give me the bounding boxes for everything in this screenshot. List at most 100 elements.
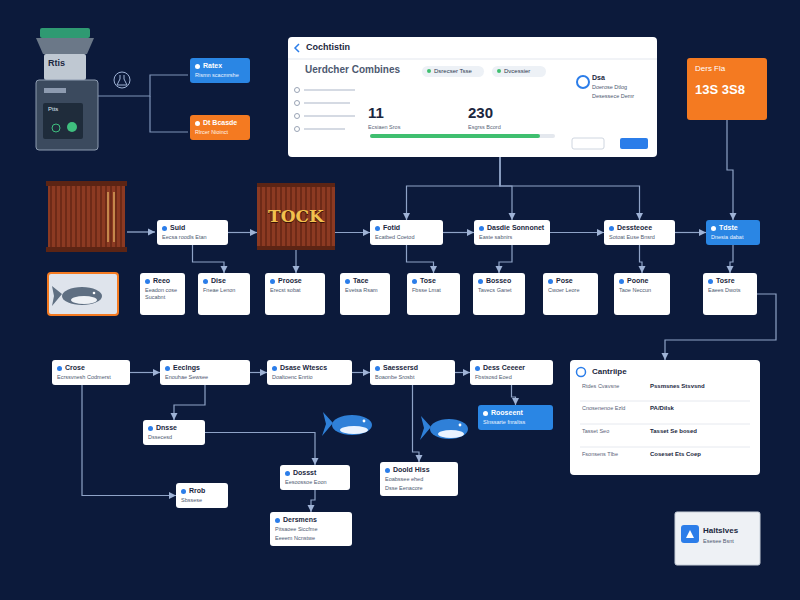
node-title: Dvcessier bbox=[497, 68, 541, 75]
process-box: FotidEcatbed Coetod bbox=[370, 220, 443, 245]
process-box: Doold HissEoabssee ehedDsse Eenacore bbox=[380, 462, 458, 496]
node-text: Tavecs Ganet bbox=[478, 287, 520, 294]
node-title: Eeclngs bbox=[165, 364, 245, 372]
container-latch bbox=[107, 192, 109, 242]
node-title: Cochtistin bbox=[306, 42, 657, 53]
process-box: DiseFneae Lenon bbox=[198, 273, 250, 315]
node-title: Cantriipe bbox=[592, 367, 760, 377]
back-icon bbox=[295, 44, 299, 52]
process-box: Dess CeeeerFbstsosd Eoed bbox=[470, 360, 553, 385]
wire bbox=[98, 75, 188, 96]
stat-box: 230Esgrss Bcord bbox=[468, 104, 530, 131]
node-title: Proose bbox=[270, 277, 320, 285]
whale-tail bbox=[322, 412, 333, 436]
connector bbox=[455, 372, 470, 373]
connector bbox=[174, 385, 205, 420]
button bbox=[572, 138, 604, 149]
info-card bbox=[675, 512, 760, 565]
node-title: Tdste bbox=[711, 224, 755, 232]
status-icon bbox=[577, 76, 589, 88]
table-rule bbox=[580, 447, 750, 448]
node-text: Eeadon cose Sucabnt bbox=[145, 287, 180, 300]
table-cell: Pssmsnes Stsvsnd bbox=[650, 383, 750, 390]
flow-arrow bbox=[127, 231, 155, 232]
node-text: Dsse Eenacore bbox=[385, 485, 453, 492]
highlight-box: RatexRismn scacmrshe bbox=[190, 58, 250, 83]
table-cell: Tasset Seo bbox=[582, 428, 644, 435]
connector bbox=[675, 232, 706, 233]
connector bbox=[500, 157, 640, 220]
process-box: DessteoeeSotoat Euse Bnsrd bbox=[604, 220, 675, 245]
node-text: Ecatbed Coetod bbox=[375, 234, 438, 241]
node-text: 13S 3S8 bbox=[695, 82, 759, 98]
process-box: ProoseErecst sobat bbox=[265, 273, 325, 315]
process-box: CroseEcrssvnesh Codmerst bbox=[52, 360, 130, 385]
node-text: Doerose Dtlog bbox=[592, 84, 652, 91]
progress-fill bbox=[370, 134, 540, 138]
app-icon-glyph bbox=[686, 530, 694, 538]
table-rule bbox=[580, 401, 750, 402]
process-box: BosseoTavecs Ganet bbox=[473, 273, 525, 315]
button bbox=[620, 138, 648, 149]
table-cell: Fsonsens Tlbe bbox=[582, 451, 644, 458]
node-title: Haltslves bbox=[703, 526, 760, 536]
dashboard-panel bbox=[288, 37, 657, 157]
panel-box: CochtistinUerdcher Combines11Ecsiaen Sro… bbox=[288, 37, 657, 157]
node-title: Tosre bbox=[708, 277, 752, 285]
whale-card bbox=[48, 273, 118, 315]
node-title: Pose bbox=[548, 277, 593, 285]
node-title: Ratex bbox=[195, 62, 245, 70]
process-box: DersmensPitsaoee SiccfmeEeeem Ncnstwe bbox=[270, 512, 352, 546]
menu-icon bbox=[295, 127, 300, 132]
node-title: Crose bbox=[57, 364, 125, 372]
connector bbox=[205, 432, 315, 465]
node-title: Dasdie Sonnonet bbox=[479, 224, 545, 232]
whale-tail bbox=[52, 286, 62, 306]
table-cell: Tasset Se bosed bbox=[650, 428, 750, 435]
node-title: 11 bbox=[368, 104, 428, 122]
machine-hopper bbox=[36, 38, 94, 54]
table-cell: Coseset Ets Coep bbox=[650, 451, 750, 458]
panel-icon bbox=[577, 368, 586, 377]
shipping-container bbox=[48, 183, 125, 250]
container-box: TOCK bbox=[257, 183, 335, 250]
node-title: Dess Ceeeer bbox=[475, 364, 548, 372]
info-panel bbox=[570, 360, 760, 475]
menu-icon bbox=[295, 88, 300, 93]
menu-icon bbox=[295, 114, 300, 119]
connector bbox=[443, 232, 474, 233]
node-text: Easte sabnirs bbox=[479, 234, 545, 241]
process-box: Dsase WtescsDoaltoenc Enrtio bbox=[267, 360, 352, 385]
connector bbox=[512, 385, 516, 405]
node-text: Fneae Lenon bbox=[203, 287, 245, 294]
node-title: Suid bbox=[162, 224, 223, 232]
node-title: Rrob bbox=[181, 487, 223, 495]
node-title: Dt Bcasde bbox=[195, 119, 245, 127]
connector bbox=[250, 372, 267, 373]
table-cell: Rtdes Cvavsne bbox=[582, 383, 644, 390]
node-text: Evetsa Rsam bbox=[345, 287, 385, 294]
node-text: Doaltoenc Enrtio bbox=[272, 374, 347, 381]
connector bbox=[335, 232, 370, 233]
whale-body bbox=[332, 415, 372, 435]
panel-divider bbox=[288, 59, 657, 60]
whale-body bbox=[62, 287, 102, 305]
node-text: Eesoossoe Eoon bbox=[285, 479, 345, 486]
node-text: Rismn scacmrshe bbox=[195, 72, 245, 79]
process-box: ReeoEeadon cose Sucabnt bbox=[140, 273, 185, 315]
process-box: SaessersdBoaonbe Srosbt bbox=[370, 360, 455, 385]
connector bbox=[228, 232, 257, 233]
node-text: Fbsse Lmat bbox=[412, 287, 455, 294]
node-text: Eeeem Ncnstwe bbox=[275, 535, 347, 542]
menu-line bbox=[304, 89, 355, 91]
shipping-container bbox=[48, 183, 125, 250]
connector bbox=[130, 372, 160, 373]
node-title: Doold Hiss bbox=[385, 466, 453, 474]
node-text: Desessece Demr bbox=[592, 93, 652, 100]
node-text: Rlrcer Nioinct bbox=[195, 129, 245, 136]
status-chip: Dvcessier bbox=[492, 66, 546, 77]
node-title: Dnsse bbox=[148, 424, 200, 432]
node-title: 230 bbox=[468, 104, 530, 122]
panel-box: Cantriipe bbox=[570, 360, 760, 475]
